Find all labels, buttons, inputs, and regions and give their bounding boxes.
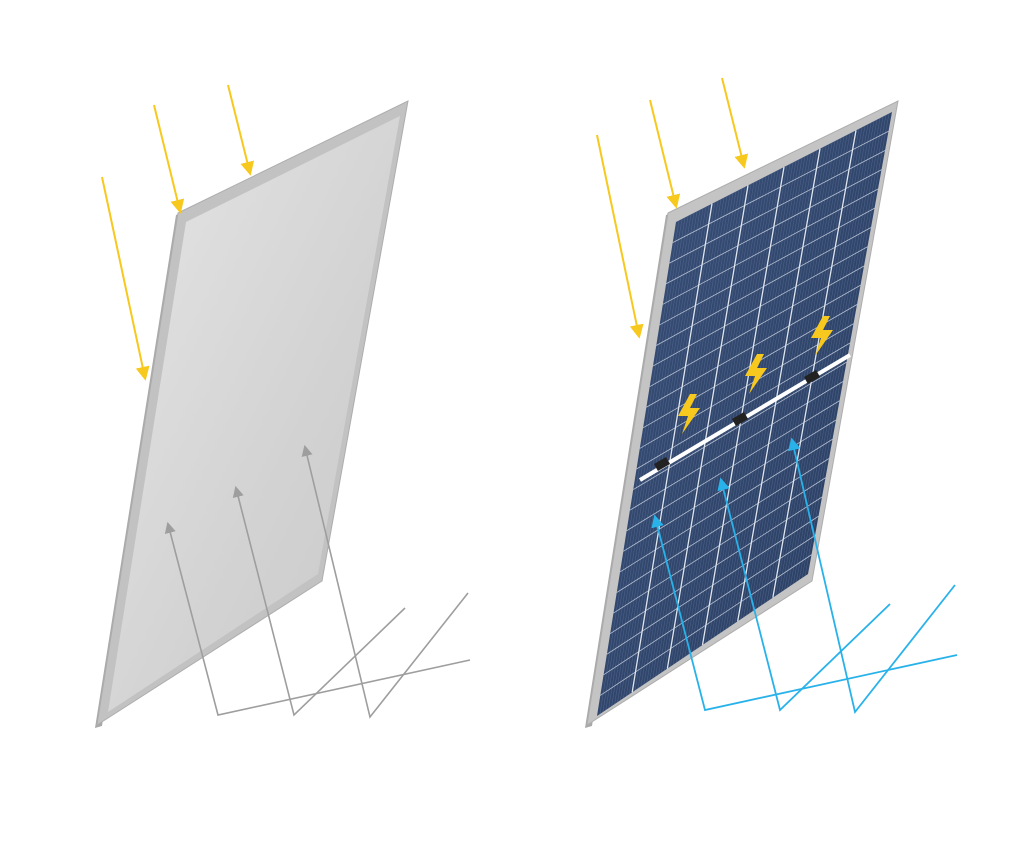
cell-row-gap bbox=[669, 150, 886, 264]
junction-box bbox=[731, 412, 749, 426]
reflected-light-arrow bbox=[717, 477, 891, 712]
reflected-light-arrow bbox=[788, 437, 956, 715]
cell-row-gap bbox=[649, 265, 865, 388]
cell-row-gap bbox=[606, 515, 819, 655]
sunlight-arrow bbox=[649, 99, 681, 209]
cell-row-gap bbox=[662, 188, 879, 305]
cell-row-gap bbox=[656, 227, 872, 346]
sunlight-arrow bbox=[101, 176, 150, 381]
sunlight-arrow bbox=[153, 104, 185, 214]
cell-row-gap bbox=[600, 554, 812, 696]
cell-row-gap bbox=[633, 361, 847, 490]
cell-row-gap bbox=[672, 130, 889, 243]
junction-box bbox=[803, 370, 821, 384]
sunlight-arrow bbox=[596, 134, 644, 339]
reflected-light-bifacial bbox=[651, 437, 958, 715]
sunlight-arrows bbox=[101, 77, 749, 381]
cell-row-gap bbox=[629, 381, 844, 511]
junction-box bbox=[653, 457, 671, 471]
reflected-light-arrow bbox=[651, 514, 958, 712]
sunlight-arrow bbox=[721, 77, 749, 169]
lightning-icon bbox=[745, 354, 767, 394]
cell-row-gap bbox=[665, 169, 882, 285]
cell-row-gap bbox=[659, 207, 875, 326]
lightning-icon bbox=[678, 394, 700, 434]
cell-row-gap bbox=[646, 284, 861, 408]
bifacial-panel bbox=[585, 100, 899, 728]
sunlight-arrow bbox=[227, 84, 255, 176]
reflected-light-arrow bbox=[301, 444, 469, 719]
cell-row-gap bbox=[613, 477, 826, 614]
cell-row-gap bbox=[652, 246, 868, 367]
monofacial-panel bbox=[95, 100, 409, 728]
cell-row-gap bbox=[603, 535, 816, 676]
cell-row-gap bbox=[626, 400, 840, 532]
lightning-icon bbox=[811, 316, 833, 356]
reflected-light-monofacial bbox=[164, 444, 471, 719]
cell-grid bbox=[599, 113, 890, 715]
cell-row-gap bbox=[616, 458, 830, 593]
reflected-light-arrow bbox=[232, 485, 406, 717]
cell-row-gap bbox=[636, 342, 851, 470]
panel-back-face bbox=[108, 116, 400, 712]
reflected-light-arrow bbox=[164, 521, 471, 716]
cell-row-gap bbox=[609, 496, 823, 635]
cell-row-gap bbox=[639, 323, 854, 449]
